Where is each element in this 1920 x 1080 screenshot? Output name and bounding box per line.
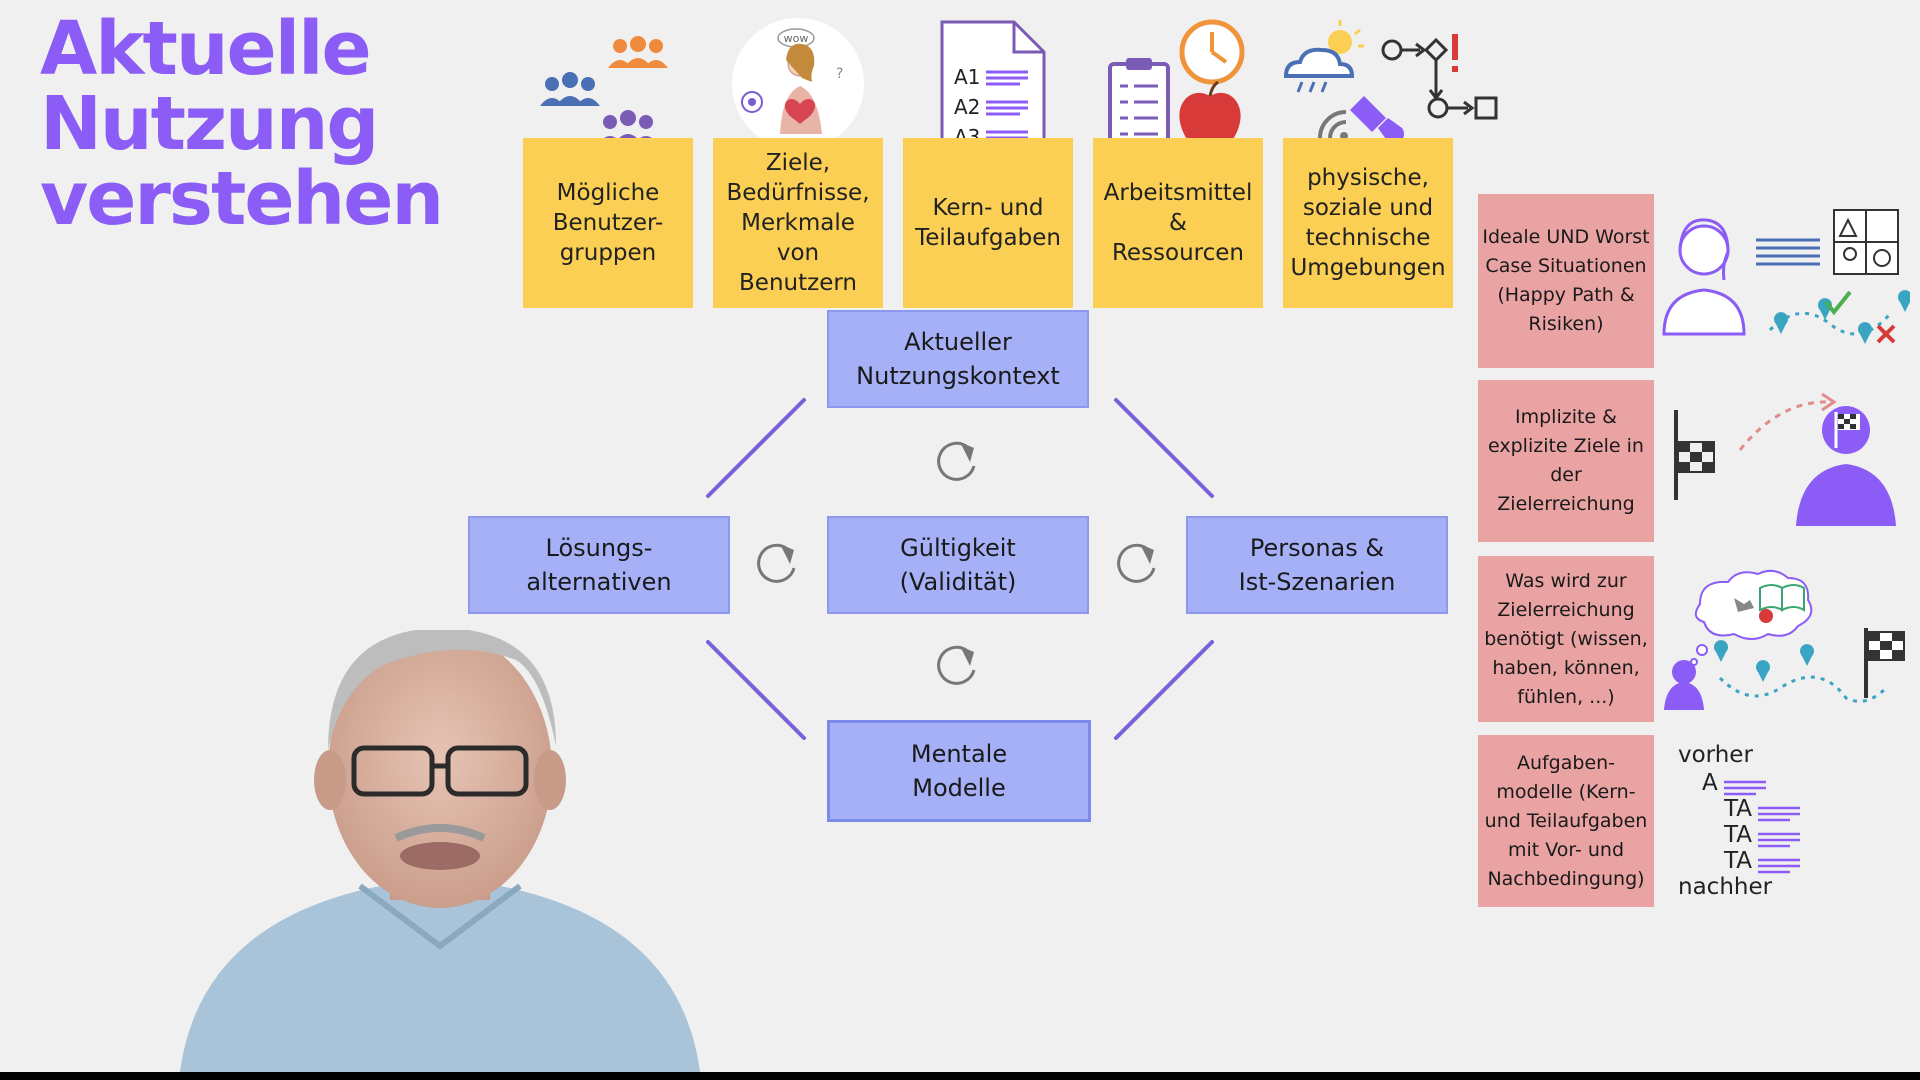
cycle-arrow-icon: [937, 645, 976, 685]
slide-title: Aktuelle Nutzung verstehen: [40, 6, 444, 242]
video-frame-bar: [0, 1072, 1920, 1080]
task-model-after: nachher: [1678, 874, 1773, 900]
box-mentale-modelle: Mentale Modelle: [827, 720, 1091, 822]
box-arbeitsmittel: Arbeitsmittel & Ressourcen: [1093, 138, 1263, 308]
task-model-before: vorher: [1678, 742, 1753, 768]
thinking-woman-icon: wow ?: [732, 18, 864, 150]
task-model-ta-2: TA: [1724, 822, 1752, 848]
task-model-ta-1: TA: [1724, 796, 1752, 822]
svg-text:?: ?: [836, 66, 843, 82]
task-model-ta-3: TA: [1724, 848, 1752, 874]
persona-path-icon: [1662, 209, 1910, 344]
box-umgebungen: physische, soziale und technische Umgebu…: [1283, 138, 1453, 308]
presenter-video-icon: [180, 630, 700, 1072]
svg-text:wow: wow: [784, 32, 809, 45]
box-benutzergruppen: Mögliche Benutzer- gruppen: [523, 138, 693, 308]
cycle-arrow-icon: [937, 441, 976, 481]
cycle-arrow-icon: [1117, 543, 1156, 583]
box-zielerreichung: Was wird zur Zielerreichung benötigt (wi…: [1478, 556, 1654, 722]
box-kern-teilaufgaben: Kern- und Teilaufgaben: [903, 138, 1073, 308]
task-model-a: A: [1702, 770, 1718, 796]
box-nutzungskontext: Aktueller Nutzungskontext: [827, 310, 1089, 408]
box-ideale-worst-case: Ideale UND Worst Case Situationen (Happy…: [1478, 194, 1654, 368]
task-model-lines: [1724, 780, 1800, 874]
box-implizite-ziele: Implizite & explizite Ziele in der Ziele…: [1478, 380, 1654, 542]
svg-text:A2: A2: [954, 95, 980, 119]
thought-journey-icon: [1664, 569, 1905, 710]
box-gueltigkeit: Gültigkeit (Validität): [827, 516, 1089, 614]
goal-flag-icon: [1674, 392, 1896, 526]
task-model-icon: vorher A TA TA TA nachher: [1660, 742, 1840, 902]
cycle-arrow-icon: [757, 543, 796, 583]
box-ziele-beduerfnisse: Ziele, Bedürfnisse, Merkmale von Benutze…: [713, 138, 883, 308]
svg-text:A1: A1: [954, 65, 980, 89]
box-aufgabenmodelle: Aufgaben- modelle (Kern- und Teilaufgabe…: [1478, 735, 1654, 907]
box-loesungsalternativen: Lösungs- alternativen: [468, 516, 730, 614]
environment-icon: [1283, 20, 1498, 144]
box-personas: Personas & Ist-Szenarien: [1186, 516, 1448, 614]
